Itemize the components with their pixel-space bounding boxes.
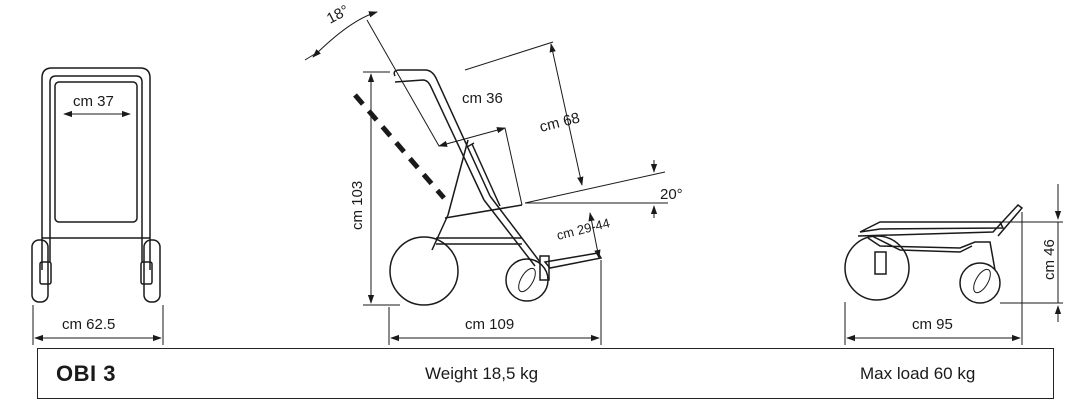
folded-view: cm 46 cm 95 [844,184,1063,345]
backrest-length-label: cm 68 [538,110,582,136]
model-name: OBI 3 [56,360,116,386]
technical-diagram: cm 37 cm 62.5 18° [31,2,1063,345]
back-recline-angle-label: 18° [324,2,352,28]
folded-height-label: cm 46 [1041,239,1058,280]
spec-bar: OBI 3 Weight 18,5 kg Max load 60 kg [37,348,1054,399]
folded-length-label: cm 95 [912,316,953,333]
front-seat-width-label: cm 37 [73,93,114,110]
max-load-spec: Max load 60 kg [860,363,976,383]
side-view: 18° cm 103 cm 36 cm 68 20° cm 29-44 cm 1… [304,2,683,345]
seat-angle-label: 20° [660,186,683,203]
side-height-label: cm 103 [349,181,366,230]
seat-height-label: cm 29-44 [555,215,611,243]
side-length-label: cm 109 [465,316,514,333]
front-view: cm 37 cm 62.5 [31,67,164,345]
front-total-width-label: cm 62.5 [62,316,115,333]
weight-spec: Weight 18,5 kg [425,363,539,383]
seat-depth-label: cm 36 [462,90,503,107]
